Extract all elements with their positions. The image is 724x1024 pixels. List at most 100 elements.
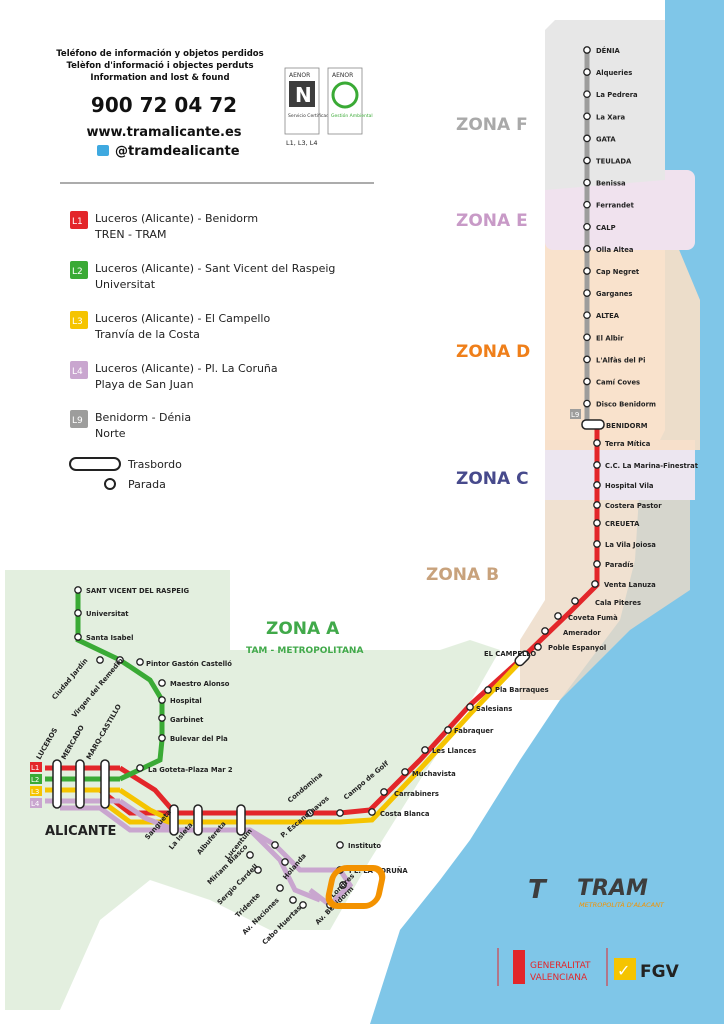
label-cap-negret: Cap Negret xyxy=(596,268,640,276)
stop-la-goteta-plaza-mar-2 xyxy=(136,764,144,772)
stop-l-alfas-del-pi xyxy=(583,355,591,364)
zone-a-sub: TAM - METROPOLITANA xyxy=(246,646,363,656)
tab-l2 xyxy=(30,774,42,784)
legend-l9: L9 Benidorm - Dénia Norte xyxy=(70,410,191,440)
label-instituto: Instituto xyxy=(348,842,381,850)
stop-virgen-del-remedio xyxy=(116,656,124,664)
zone-b-label: ZONA B xyxy=(426,565,499,585)
stop-miriam-blasco xyxy=(246,851,254,859)
stop-carrabiners xyxy=(380,788,388,796)
legend-transfer-symbol xyxy=(69,457,121,471)
label-benidorm: BENIDORM xyxy=(606,422,648,430)
l4-line xyxy=(60,805,354,909)
stop-terra-mitica xyxy=(593,439,601,447)
tram-logo-sub: METROPOLITÀ D'ALACANT xyxy=(579,900,665,909)
label-amerador: Amerador xyxy=(563,629,601,637)
l4-branch xyxy=(248,828,321,903)
label-pla-barraques: Pla Barraques xyxy=(495,686,549,694)
legend-l4-code: L4 xyxy=(72,367,83,377)
aenor-label-2: AENOR xyxy=(332,72,353,79)
stop-cala-piteres xyxy=(571,597,579,605)
legend-l9-sub: Norte xyxy=(95,427,126,440)
label-fabraquer: Fabraquer xyxy=(454,727,494,735)
legend-l1-badge xyxy=(70,211,88,229)
legend-l9-name: Benidorm - Dénia xyxy=(95,411,191,424)
label-l-alfas-del-pi: L'Alfàs del Pi xyxy=(596,356,645,364)
stop-el-albir xyxy=(583,333,591,342)
legend-stop-symbol xyxy=(104,478,116,490)
transfer-marq xyxy=(100,759,110,809)
stop-p-escandinavos xyxy=(271,841,279,849)
tab-l3-label: L3 xyxy=(31,788,39,796)
legend-l4-name: Luceros (Alicante) - Pl. La Coruña xyxy=(95,362,278,375)
zone-b-area xyxy=(520,500,690,700)
stop-denia xyxy=(583,46,591,54)
stop-disco-benidorm xyxy=(583,399,591,408)
stop-fabraquer xyxy=(444,726,452,734)
phone-number: 900 72 04 72 xyxy=(91,93,237,117)
twitter-handle[interactable]: @tramdealicante xyxy=(115,144,240,159)
stop-olla-altea xyxy=(583,245,591,253)
label-universitat: Universitat xyxy=(86,610,129,618)
label-les-llances: Les Llances xyxy=(432,747,476,755)
legend-l1-name: Luceros (Alicante) - Benidorm xyxy=(95,212,258,225)
stop-av-naciones xyxy=(289,896,297,904)
stop-paradis xyxy=(593,560,601,568)
legend-l2-name: Luceros (Alicante) - Sant Vicent del Ras… xyxy=(95,262,335,275)
l9-badge xyxy=(570,409,581,419)
legend-l9-badge xyxy=(70,410,88,428)
transfer-la-isleta xyxy=(193,804,203,836)
label-olla-altea: Olla Altea xyxy=(596,246,634,254)
label-bulevar-del-pla: Bulevar del Pla xyxy=(170,735,228,743)
stop-tridente xyxy=(276,884,284,892)
stop-sant-vicent-del-raspeig xyxy=(74,586,82,594)
legend-l2: L2 Luceros (Alicante) - Sant Vicent del … xyxy=(70,261,335,291)
gv-line-2: VALENCIANA xyxy=(530,973,588,983)
legend-l3-sub: Tranvía de la Costa xyxy=(94,328,200,341)
legend-l4-sub: Playa de San Juan xyxy=(95,378,194,391)
twitter-icon xyxy=(97,145,109,156)
stop-holanda xyxy=(281,858,289,866)
stop-venta-lanuza xyxy=(591,580,599,588)
label-garbinet: Garbinet xyxy=(170,716,204,724)
stop-c-c-la-marina-finestrat xyxy=(593,461,601,469)
tram-logo: T TRAM METROPOLITÀ D'ALACANT xyxy=(325,865,665,909)
label-la-xara: La Xara xyxy=(596,113,625,121)
tram-logo-t: T xyxy=(528,875,548,905)
stop-hospital xyxy=(158,696,166,704)
stop-pintor-gaston-castello xyxy=(136,658,144,666)
tram-logo-text: TRAM xyxy=(577,876,648,901)
zone-a-area xyxy=(5,570,500,1010)
legend-l4-badge xyxy=(70,361,88,379)
stop-les-llances xyxy=(421,746,429,754)
stop-maestro-alonso xyxy=(158,679,166,687)
stop-coveta-fuma xyxy=(554,612,562,620)
transfer-lucentum xyxy=(236,804,246,836)
tab-l1-label: L1 xyxy=(31,764,39,772)
label-carrabiners: Carrabiners xyxy=(394,790,439,798)
sea xyxy=(370,0,724,1024)
label-alqueries: Alqueries xyxy=(596,69,632,77)
label-la-pedrera: La Pedrera xyxy=(596,91,638,99)
zone-e-area xyxy=(545,170,695,250)
aenor-label-1: AENOR xyxy=(289,72,310,79)
stop-hospital-vila xyxy=(593,481,601,489)
fgv-text: FGV xyxy=(640,962,680,982)
l9-badge-label: L9 xyxy=(571,411,579,419)
info-line-2: Telèfon d'informació i objectes perduts xyxy=(66,60,253,71)
label-sant-vicent-del-raspeig: SANT VICENT DEL RASPEIG xyxy=(86,587,189,595)
stop-salesians xyxy=(466,703,474,711)
aenor-n-glyph: N xyxy=(295,83,312,107)
aenor-caption-2: Gestión Ambiental xyxy=(331,112,373,119)
zone-a-label: ZONA A xyxy=(266,619,340,639)
legend-l2-code: L2 xyxy=(72,267,83,277)
website-link[interactable]: www.tramalicante.es xyxy=(86,125,241,140)
aenor-caption-1: Servicio Certificado xyxy=(288,113,332,119)
stop-garganes xyxy=(583,289,591,297)
label-denia: DÉNIA xyxy=(596,46,621,55)
stop-costa-blanca xyxy=(368,808,376,816)
legend-l3-badge xyxy=(70,311,88,329)
legend-l3: L3 Luceros (Alicante) - El Campello Tran… xyxy=(70,311,270,341)
tab-l1 xyxy=(30,762,42,772)
